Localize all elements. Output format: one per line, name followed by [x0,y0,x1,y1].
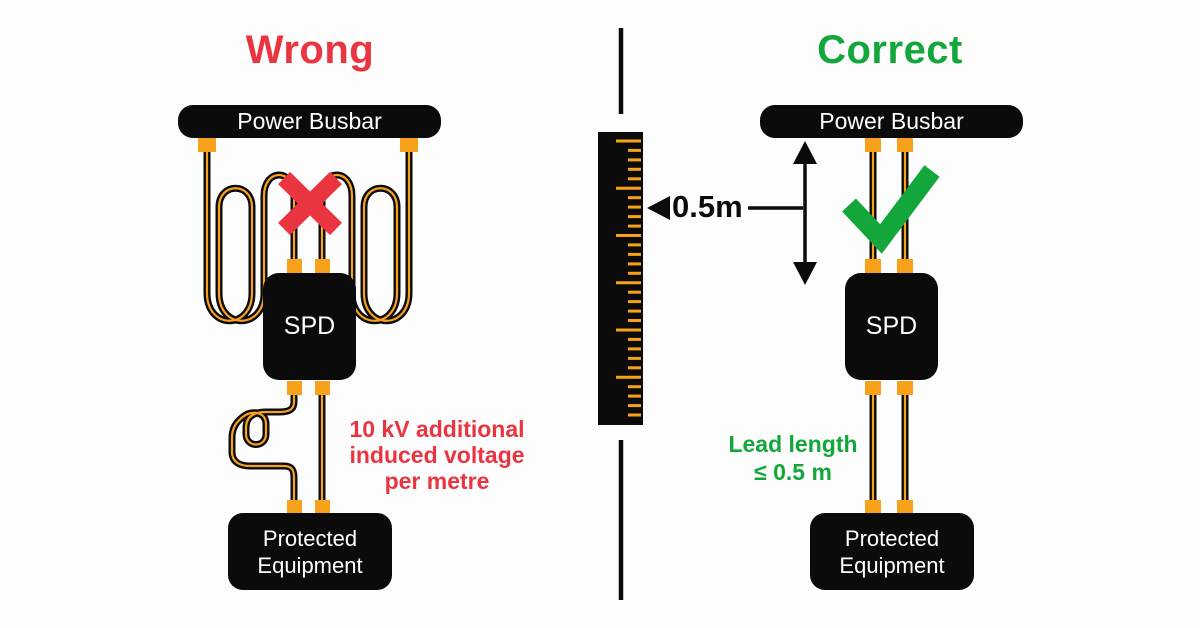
correct-annotation: Lead length ≤ 0.5 m [698,430,888,486]
measurement-label: 0.5m [672,189,743,224]
wrong-panel-title: Wrong [245,28,375,72]
measurement-double-arrow-icon [793,141,817,285]
wrong-annotation: 10 kV additional induced voltage per met… [337,416,537,494]
measurement-pointer-icon [647,196,670,220]
wrong-power-busbar: Power Busbar [178,105,441,138]
wrong-annotation-line-3: per metre [384,468,490,494]
wrong-protected-equipment-box: Protected Equipment [228,513,392,590]
wrong-annotation-line-1: 10 kV additional [349,416,525,442]
correct-protected-equipment-box: Protected Equipment [810,513,974,590]
ruler-graphic [598,132,643,425]
correct-power-busbar: Power Busbar [760,105,1023,138]
wrong-terminals [198,138,418,514]
wrong-coiled-wire-left [203,148,298,325]
correct-annotation-line-1: Lead length [728,431,858,457]
ruler-ticks [616,139,641,417]
correct-annotation-line-2: ≤ 0.5 m [754,459,832,485]
wrong-coiled-wire-lower [228,392,298,506]
correct-panel-title: Correct [817,28,963,72]
wrong-annotation-line-2: induced voltage [349,442,525,468]
correct-spd-box: SPD [845,273,938,380]
correct-check-icon [842,165,940,254]
wrong-cross-icon [278,171,342,236]
wrong-spd-box: SPD [263,273,356,380]
correct-terminals [865,138,913,514]
wrong-coiled-wire-right [318,148,413,325]
